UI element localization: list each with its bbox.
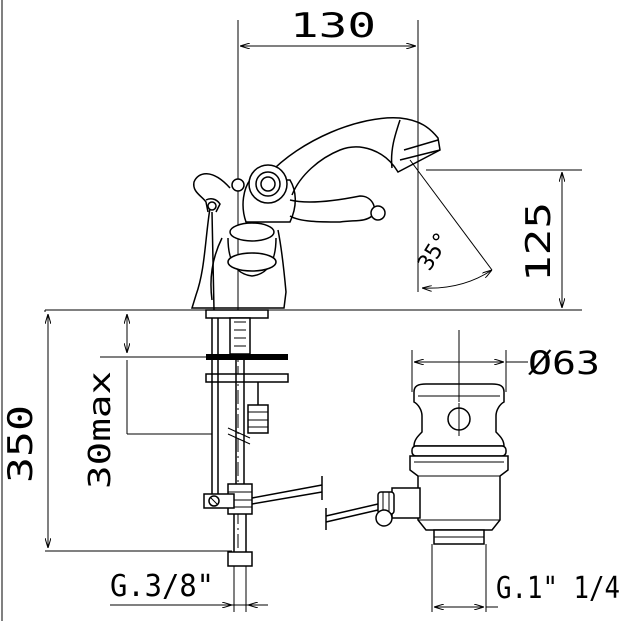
connection-dimension: G.3/8" xyxy=(110,569,268,605)
height-label: 125 xyxy=(519,202,559,282)
angle-dimension: 35° xyxy=(409,159,492,292)
diameter-label: Ø63 xyxy=(528,344,600,382)
max-thickness-label: 30max xyxy=(83,371,118,489)
width-label: 130 xyxy=(290,6,376,46)
total-height-label: 350 xyxy=(1,405,41,483)
waste-drain xyxy=(375,330,509,612)
under-deck-assembly xyxy=(100,309,379,612)
diameter-dimension: Ø63 xyxy=(411,344,600,392)
max-thickness-dimension: 30max xyxy=(83,314,212,489)
waste-thread-label: G.1" 1/4 xyxy=(496,571,620,606)
connection-label: G.3/8" xyxy=(110,569,214,604)
height-dimension: 125 xyxy=(292,169,582,311)
width-dimension: 130 xyxy=(237,6,419,312)
angle-label: 35° xyxy=(413,228,455,275)
waste-thread-dimension: G.1" 1/4 xyxy=(434,571,620,607)
faucet-body xyxy=(190,117,441,560)
total-height-dimension: 350 xyxy=(1,310,232,552)
